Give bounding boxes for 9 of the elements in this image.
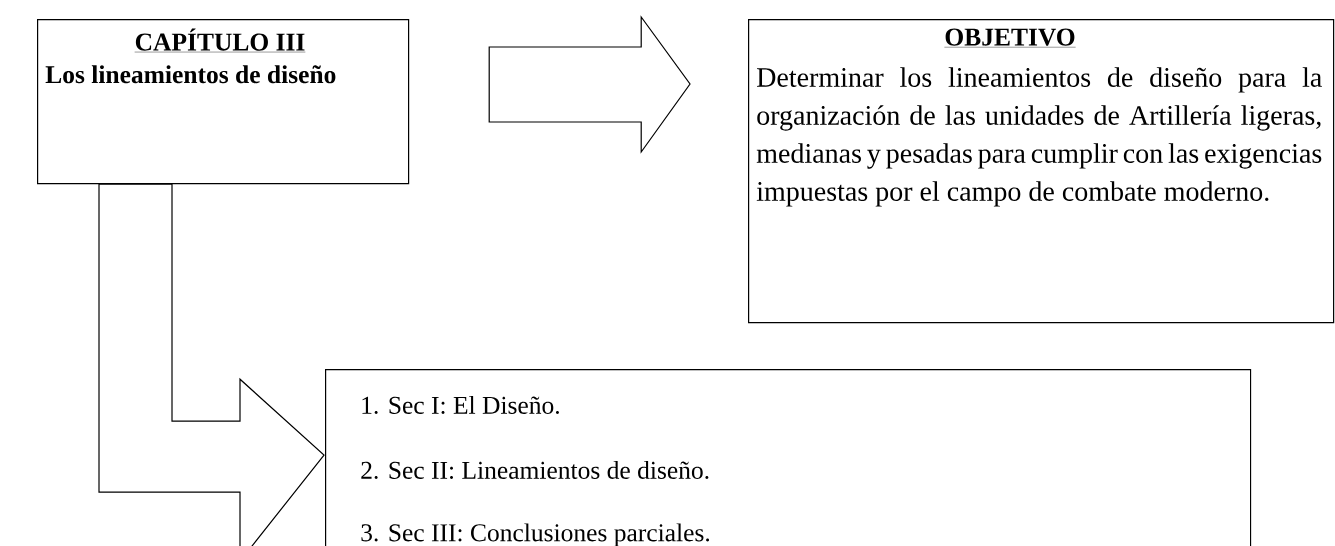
block-arrow [98, 183, 325, 546]
list-item: 3. Sec III: Conclusiones parciales. [361, 523, 710, 546]
box-heading: CAPÍTULO III [134, 28, 306, 53]
box-heading: OBJETIVO [944, 28, 1076, 48]
block-arrow [488, 15, 691, 154]
box-subtitle: Los lineamientos de diseño [45, 65, 336, 84]
paragraph: Determinar los lineamientos de diseño para la organización de las unidades de Artillería ligeras, medianas y pesadas para cumplir con las exigencias impuestas por el campo de combate moderno. [756, 67, 1322, 207]
list-item: 2. Sec II: Lineamientos de diseño. [361, 461, 709, 480]
list-item: 1. Sec I: El Diseño. [362, 396, 559, 415]
